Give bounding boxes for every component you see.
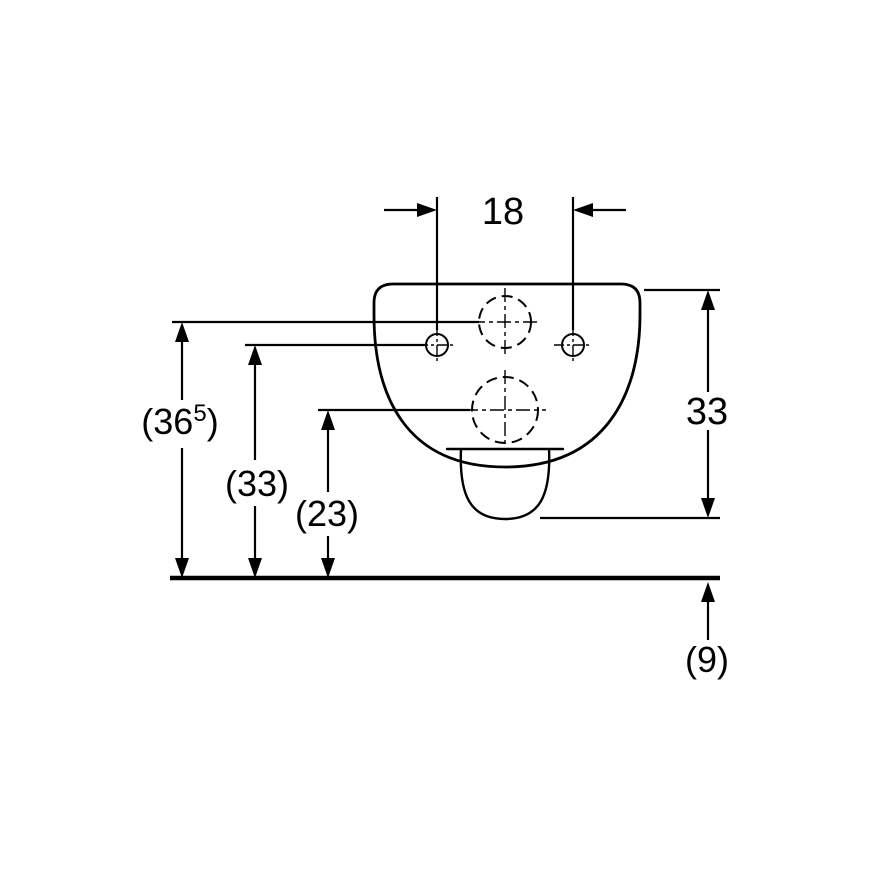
drain-holes	[464, 288, 546, 450]
toilet-outline	[372, 282, 642, 521]
dim-left-23-arrow-bottom	[321, 558, 335, 578]
dim-right-33-arrow-bottom	[701, 498, 715, 518]
dim-left-23-arrow-top	[321, 410, 335, 430]
dim-left-33-arrow-bottom	[248, 558, 262, 578]
dim-left-23: (23)	[295, 408, 470, 578]
dim-top-left-arrow	[417, 203, 437, 217]
dim-floor-9-label: (9)	[685, 639, 729, 680]
dim-floor-9-arrow	[701, 582, 715, 602]
dim-left-365: (365)	[141, 320, 479, 578]
dim-left-365-label: (365)	[141, 400, 218, 442]
toilet-outlet-u	[459, 447, 551, 521]
dim-left-33-arrow-top	[248, 345, 262, 365]
dim-left-23-label: (23)	[295, 493, 359, 534]
dim-left-33-label: (33)	[225, 463, 289, 504]
dim-left-365-arrow-top	[175, 322, 189, 342]
dim-right-33: 33	[540, 288, 728, 520]
dim-top-18: 18	[384, 191, 626, 330]
dim-top-label: 18	[482, 191, 524, 233]
dim-left-33: (33)	[225, 343, 425, 578]
dim-right-33-arrow-top	[701, 290, 715, 310]
dim-right-33-label: 33	[686, 391, 728, 433]
dim-floor-9: (9)	[685, 582, 729, 680]
toilet-bowl-outline	[372, 282, 642, 469]
dim-top-right-arrow	[573, 203, 593, 217]
dim-left-365-arrow-bottom	[175, 558, 189, 578]
